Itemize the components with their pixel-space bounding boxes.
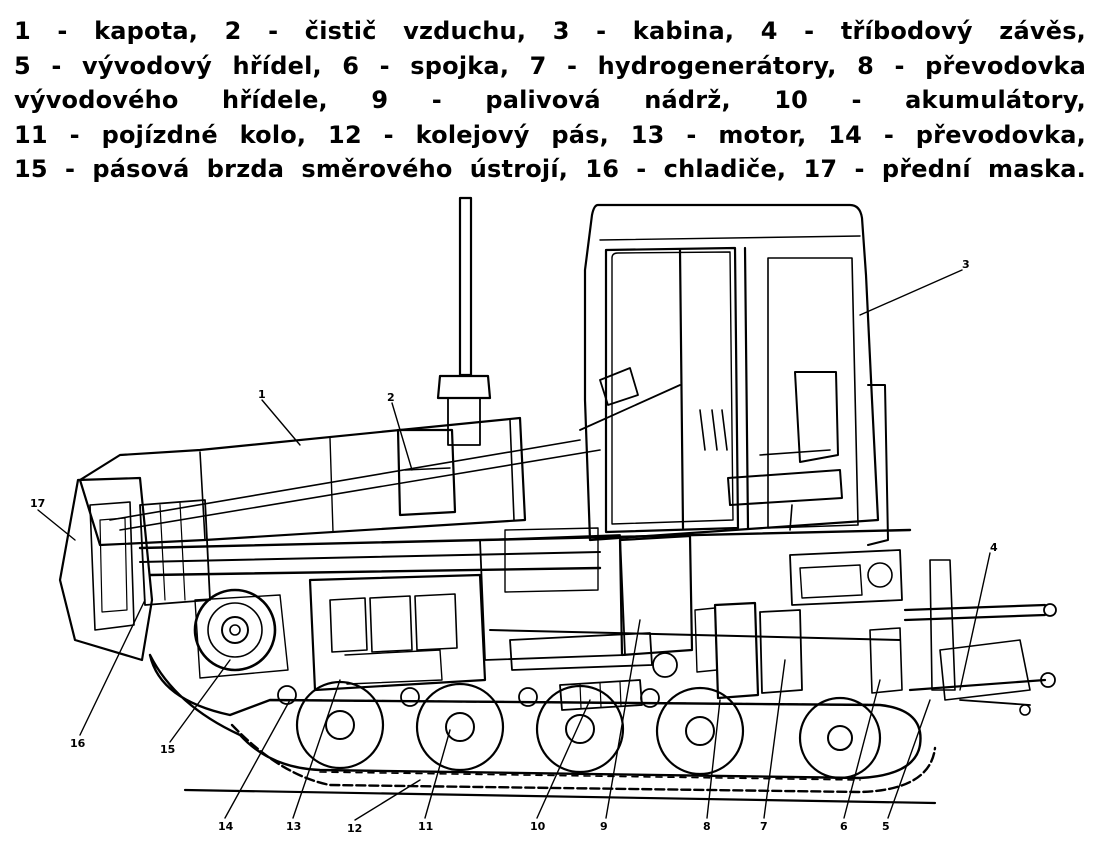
leader-lines [37,269,991,821]
rear-drivetrain [489,549,903,700]
callout-10: 10 [530,820,546,833]
legend-line-4: 11 - pojízdné kolo, 12 - kolejový pás, 1… [14,120,1086,149]
callout-1: 1 [258,388,266,401]
callout-5: 5 [882,820,890,833]
exhaust-pipe [436,196,492,446]
callout-17: 17 [30,497,45,510]
callout-14: 14 [218,820,234,833]
callout-2: 2 [387,391,395,404]
callout-16: 16 [70,737,86,750]
callout-9: 9 [600,820,608,833]
legend-line-2: 5 - vývodový hřídel, 6 - spojka, 7 - hyd… [14,51,1086,80]
callout-8: 8 [703,820,711,833]
cabin [579,203,889,546]
callout-3: 3 [962,258,970,271]
callout-7: 7 [760,820,768,833]
callout-4: 4 [990,541,998,554]
callout-labels: 1 2 3 4 5 6 7 8 9 10 11 12 13 14 15 16 1… [30,258,998,835]
three-point-hitch [903,559,1057,716]
callout-11: 11 [418,820,433,833]
air-cleaner [396,428,457,517]
ground-line [183,788,937,805]
fuel-tank [509,534,694,678]
legend-line-5: 15 - pásová brzda směrového ústrojí, 16 … [14,155,1086,183]
batteries [559,679,643,711]
callout-6: 6 [840,820,848,833]
frame [109,439,912,661]
legend: 1 - kapota, 2 - čistič vzduchu, 3 - kabi… [14,14,1086,187]
road-wheels [277,680,882,780]
callout-15: 15 [160,743,175,756]
callout-13: 13 [286,820,301,833]
callout-12: 12 [347,822,362,835]
engine [308,573,487,692]
crawler-track [148,653,937,794]
hood [78,416,527,547]
legend-line-3: vývodového hřídele, 9 - palivová nádrž, … [14,86,1086,114]
final-drive [193,588,289,679]
legend-line-1: 1 - kapota, 2 - čistič vzduchu, 3 - kabi… [14,17,1086,45]
front-mask [58,476,154,662]
